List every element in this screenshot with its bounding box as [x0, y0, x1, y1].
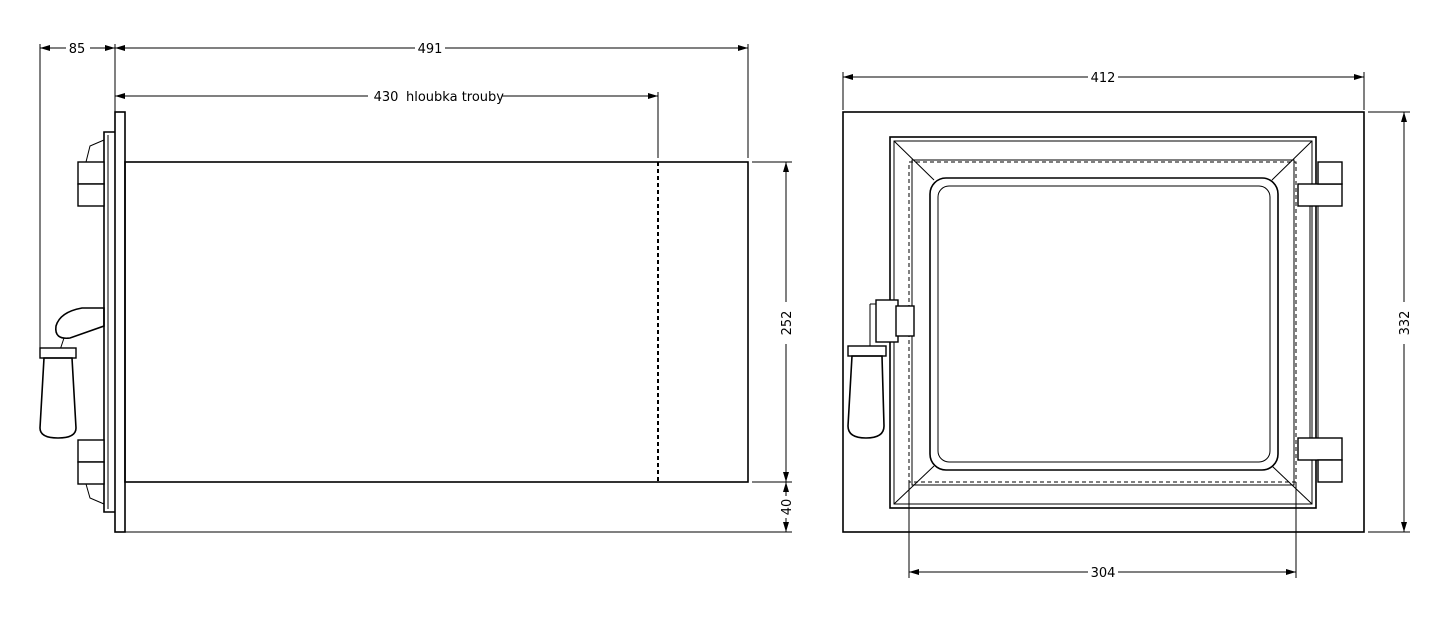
front-view: 412 332 304	[842, 71, 1413, 581]
dim-85-label: 85	[69, 42, 86, 57]
side-view: 85 491 430 hloubka trouby	[39, 42, 795, 533]
dim-412-label: 412	[1091, 71, 1116, 86]
dim-430-caption: hloubka trouby	[406, 90, 504, 105]
front-outer-frame	[842, 111, 1365, 533]
dim-332-label: 332	[1398, 311, 1413, 336]
dim-252-label: 252	[780, 311, 795, 336]
dim-252: 252	[752, 161, 795, 483]
dim-491-label: 491	[418, 42, 443, 57]
front-hinge-bottom	[1297, 437, 1343, 483]
dim-430-label: 430	[374, 90, 399, 105]
front-door-panel	[889, 136, 1317, 509]
front-handle	[847, 355, 885, 439]
dim-40: 40	[125, 482, 795, 533]
dim-304-label: 304	[1091, 566, 1116, 581]
side-door-outline	[103, 131, 115, 513]
side-hinge-top	[77, 161, 105, 185]
front-glass-outer	[929, 177, 1279, 471]
front-latch	[869, 299, 915, 348]
front-hidden-outline	[908, 161, 1297, 483]
front-hinge-top	[1297, 161, 1343, 207]
dim-40-label: 40	[780, 499, 795, 516]
front-door-bevel	[911, 159, 1295, 486]
side-latch	[54, 307, 105, 340]
dim-85: 85	[39, 42, 116, 350]
side-hinge-bottom	[77, 439, 105, 463]
dim-332: 332	[1368, 111, 1413, 533]
front-handle-collar	[847, 345, 887, 357]
side-handle-collar	[39, 347, 77, 359]
dim-491: 491	[115, 42, 749, 158]
dim-304: 304	[908, 482, 1297, 581]
dim-412: 412	[842, 71, 1365, 110]
side-frame-plate	[114, 111, 126, 533]
side-oven-body	[124, 161, 749, 483]
front-glass-inner	[937, 185, 1271, 463]
dim-430: 430 hloubka trouby	[115, 90, 659, 158]
side-handle	[39, 357, 77, 439]
